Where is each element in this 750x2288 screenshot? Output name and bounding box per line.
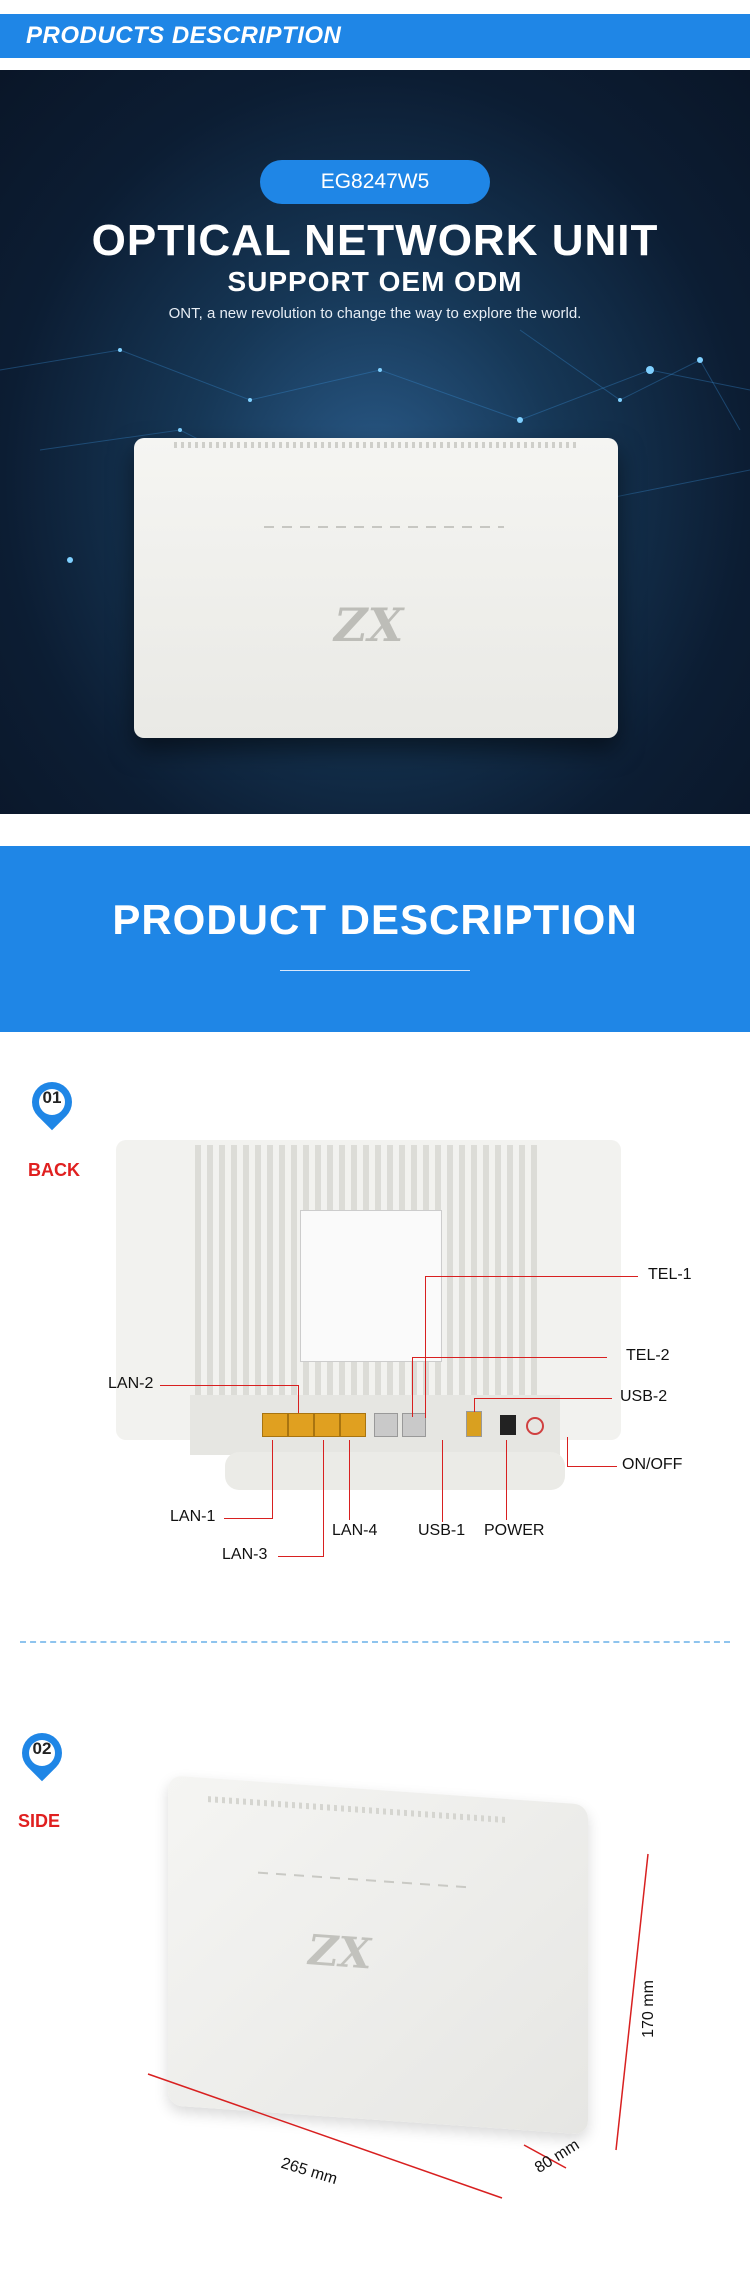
section-banner xyxy=(0,846,750,1032)
label-lan4: LAN-4 xyxy=(332,1522,378,1539)
label-onoff: ON/OFF xyxy=(622,1456,683,1473)
dashed-divider xyxy=(20,1641,730,1643)
callout-tel1-drop xyxy=(425,1276,426,1418)
dimension-lines xyxy=(147,1853,649,2199)
hero-tagline: ONT, a new revolution to change the way … xyxy=(168,305,582,322)
hero-title: OPTICAL NETWORK UNIT xyxy=(91,216,659,265)
device-vent xyxy=(174,442,578,448)
banner-divider xyxy=(280,970,470,971)
port-panel xyxy=(190,1395,560,1455)
tel2-port xyxy=(402,1413,426,1437)
lan3-port xyxy=(314,1413,340,1437)
zx-logo: ZX xyxy=(334,598,404,652)
lan2-port xyxy=(288,1413,314,1437)
product-sticker xyxy=(300,1210,442,1362)
dim-height-label: 170 mm xyxy=(639,1980,657,2038)
device-stand xyxy=(225,1452,565,1490)
callout-lan2-drop xyxy=(298,1385,299,1413)
callout-lan2 xyxy=(160,1385,298,1386)
callout-usb1-drop xyxy=(442,1440,443,1522)
label-lan1: LAN-1 xyxy=(170,1508,216,1525)
marker-02-icon xyxy=(13,1724,71,1782)
model-badge: EG8247W5 xyxy=(260,160,490,204)
section-side-label: SIDE xyxy=(18,1811,61,1831)
label-lan2: LAN-2 xyxy=(108,1375,154,1392)
hero-subtitle: SUPPORT OEM ODM xyxy=(227,266,523,297)
callout-power-drop xyxy=(506,1440,507,1520)
callout-onoff xyxy=(567,1466,617,1467)
label-usb2: USB-2 xyxy=(620,1388,668,1405)
label-lan3: LAN-3 xyxy=(222,1546,268,1563)
callout-lan4-drop xyxy=(349,1440,350,1520)
dim-height-line xyxy=(615,1853,649,2151)
label-tel2: TEL-2 xyxy=(626,1347,670,1364)
callout-usb2-drop xyxy=(474,1398,475,1412)
marker-02-number: 02 xyxy=(32,1739,52,1758)
header-bar xyxy=(0,14,750,58)
callout-tel2 xyxy=(412,1357,607,1358)
section-back-label: BACK xyxy=(28,1160,80,1180)
lan4-port xyxy=(340,1413,366,1437)
callout-lan3 xyxy=(278,1556,324,1557)
callout-usb2 xyxy=(474,1398,612,1399)
callout-lan1-drop xyxy=(272,1440,273,1518)
onoff-button xyxy=(526,1417,544,1435)
label-tel1: TEL-1 xyxy=(648,1266,692,1283)
banner-title: PRODUCT DESCRIPTION xyxy=(112,896,638,943)
usb1-port xyxy=(466,1411,482,1437)
callout-tel2-drop xyxy=(412,1357,413,1417)
label-usb1: USB-1 xyxy=(418,1522,466,1539)
callout-lan3-drop xyxy=(323,1440,324,1556)
led-indicator-row xyxy=(264,526,504,528)
dim-depth-line xyxy=(523,2144,567,2169)
power-port xyxy=(500,1415,516,1435)
label-power: POWER xyxy=(484,1522,545,1539)
tel1-port xyxy=(374,1413,398,1437)
marker-01-number: 01 xyxy=(42,1088,62,1107)
dim-width-line xyxy=(147,2073,503,2199)
ont-device-front: ZX xyxy=(134,438,618,738)
callout-tel1 xyxy=(425,1276,638,1277)
header-title: PRODUCTS DESCRIPTION xyxy=(26,22,342,49)
marker-01-icon xyxy=(23,1073,81,1131)
callout-lan1 xyxy=(224,1518,273,1519)
lan1-port xyxy=(262,1413,288,1437)
callout-onoff-drop xyxy=(567,1437,568,1467)
